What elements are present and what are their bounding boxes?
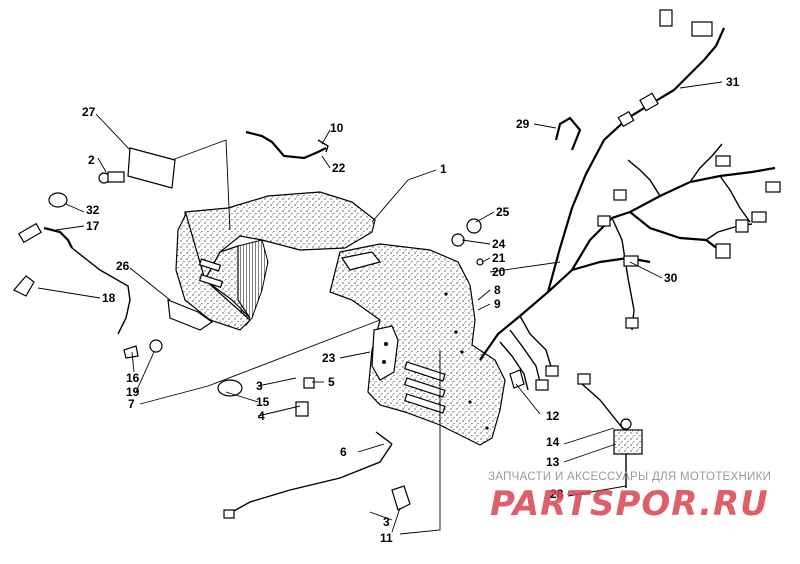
watermark-logo: PARTSPOR.RU bbox=[490, 484, 769, 524]
watermark-tagline: ЗАПЧАСТИ И АКСЕССУАРЫ ДЛЯ МОТОТЕХНИКИ bbox=[488, 471, 772, 483]
knob bbox=[149, 339, 163, 353]
callout-15: 15 bbox=[256, 395, 270, 409]
callout-22: 22 bbox=[332, 161, 346, 175]
decal-plate bbox=[127, 147, 176, 189]
callout-21: 21 bbox=[492, 251, 506, 265]
callout-25: 25 bbox=[496, 205, 510, 219]
callout-27: 27 bbox=[82, 105, 96, 119]
hose bbox=[245, 130, 327, 160]
callout-31: 31 bbox=[726, 75, 740, 89]
clip bbox=[295, 401, 309, 417]
mount-bracket bbox=[167, 299, 214, 331]
callout-11: 11 bbox=[380, 531, 393, 545]
callout-29: 29 bbox=[516, 117, 530, 131]
callout-16: 16 bbox=[126, 371, 140, 385]
lever bbox=[13, 275, 35, 297]
callout-labels: 1 2 3 3 4 5 6 7 8 9 10 11 12 13 14 15 16… bbox=[82, 75, 740, 545]
gasket bbox=[217, 379, 243, 397]
callout-9: 9 bbox=[494, 297, 501, 311]
callout-30: 30 bbox=[664, 271, 678, 285]
leader-lines bbox=[37, 81, 723, 535]
callout-26: 26 bbox=[116, 259, 130, 273]
callout-7: 7 bbox=[128, 397, 135, 411]
grommet bbox=[48, 192, 68, 208]
callout-3: 3 bbox=[383, 515, 390, 529]
callout-1: 1 bbox=[440, 162, 447, 176]
ground-cable bbox=[231, 443, 393, 513]
callout-6: 6 bbox=[340, 445, 347, 459]
callout-12: 12 bbox=[546, 409, 560, 423]
wiring-harness bbox=[479, 9, 781, 391]
throttle-cable bbox=[18, 222, 131, 335]
callout-4: 4 bbox=[258, 409, 265, 423]
callout-19: 19 bbox=[126, 385, 140, 399]
callout-5: 5 bbox=[328, 375, 335, 389]
callout-2: 2 bbox=[88, 153, 95, 167]
callout-28: 28 bbox=[550, 487, 564, 501]
callout-18: 18 bbox=[102, 291, 116, 305]
nut bbox=[466, 218, 482, 234]
callout-13: 13 bbox=[546, 455, 560, 469]
callout-10: 10 bbox=[330, 121, 344, 135]
small-bracket bbox=[391, 485, 411, 511]
callout-3: 3 bbox=[256, 379, 263, 393]
callout-24: 24 bbox=[492, 237, 506, 251]
callout-32: 32 bbox=[86, 203, 100, 217]
console-housing bbox=[175, 191, 506, 446]
voltage-regulator bbox=[581, 383, 643, 488]
harness-clamp bbox=[554, 116, 582, 151]
callout-17: 17 bbox=[86, 219, 100, 233]
callout-23: 23 bbox=[322, 351, 336, 365]
callout-14: 14 bbox=[546, 435, 560, 449]
switch-part bbox=[98, 171, 125, 184]
callout-20: 20 bbox=[492, 265, 506, 279]
callout-8: 8 bbox=[494, 283, 501, 297]
